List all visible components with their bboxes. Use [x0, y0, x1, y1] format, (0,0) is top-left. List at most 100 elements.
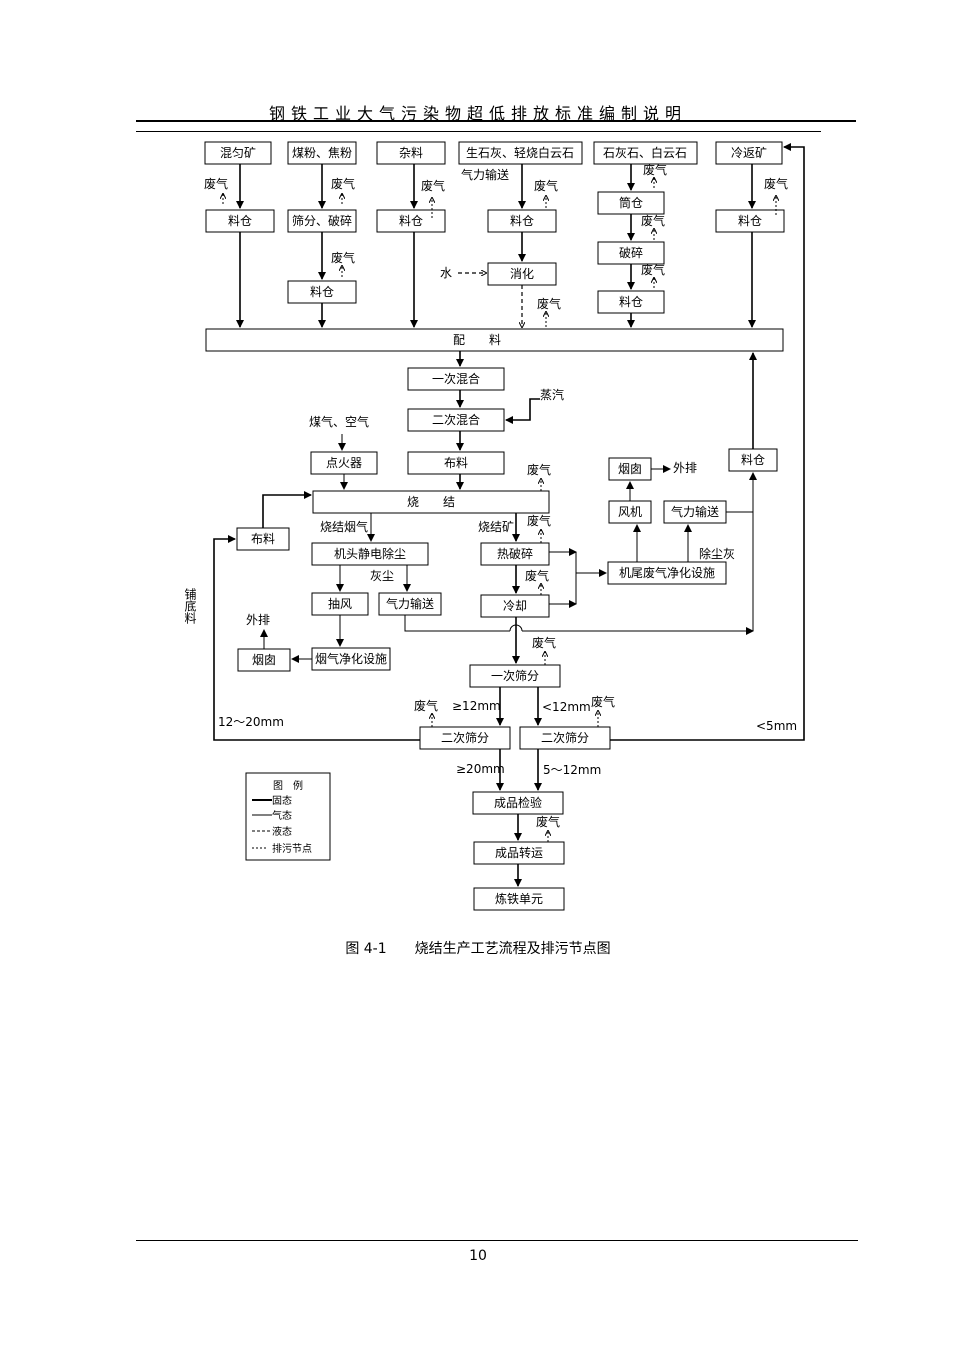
waste-gas-s2r: 废气: [591, 694, 615, 709]
waste-gas-3: 废气: [421, 178, 445, 193]
sintering-box: [312, 490, 550, 514]
bin-1-label: 料仓: [228, 214, 252, 228]
waste-gas-8: 废气: [641, 213, 665, 228]
legend-discharge: 排污节点: [272, 842, 312, 855]
bin-6: [715, 209, 785, 233]
screen2-left-box: [419, 726, 511, 750]
waste-gas-hot: 废气: [527, 513, 551, 528]
dust-ash-label: 灰尘: [370, 569, 394, 583]
figure-caption: 图 4-1 烧结生产工艺流程及排污节点图: [345, 941, 611, 957]
coal-coke-label: 煤粉、焦粉: [292, 146, 352, 160]
hot-crush-label: 热破碎: [497, 546, 533, 561]
waste-gas-5: 废气: [643, 162, 667, 177]
gas-air-label: 煤气、空气: [309, 414, 369, 429]
fan-label: 风机: [618, 505, 642, 519]
bin-4-label: 料仓: [510, 214, 534, 228]
page-number: 10: [469, 1248, 487, 1264]
distribution-label: 布料: [444, 456, 468, 470]
mix2-box: [407, 408, 505, 432]
lime-box: [458, 141, 583, 165]
waste-gas-cool: 废气: [525, 568, 549, 583]
cooling-label: 冷却: [503, 599, 527, 613]
waste-gas-7: 废气: [331, 250, 355, 265]
lt12-label: <12mm: [542, 700, 591, 714]
legend-solid: 固态: [272, 794, 292, 807]
flow-diagram: 混匀矿 煤粉、焦粉 杂料 生石灰、轻烧白云石 石灰石、白云石 冷返矿 料仓 筛分…: [183, 141, 805, 911]
screen2-right-label: 二次筛分: [541, 730, 589, 745]
waste-gas-sinter: 废气: [527, 462, 551, 477]
tail-treatment-box: [607, 561, 727, 585]
mixed-ore-label: 混匀矿: [220, 146, 256, 160]
waste-gas-6: 废气: [764, 176, 788, 191]
cooling-box: [480, 594, 550, 618]
screen1-label: 一次筛分: [491, 668, 539, 683]
header-title: 钢铁工业大气污染物超低排放标准编制说明: [268, 104, 687, 123]
igniter-label: 点火器: [326, 456, 362, 470]
pneumatic-label-1: 气力输送: [461, 167, 509, 182]
product-transfer-box: [473, 841, 565, 865]
return-ore-label: 冷返矿: [731, 146, 767, 160]
pneumatic2-label: 气力输送: [386, 596, 434, 611]
waste-gas-4: 废气: [534, 178, 558, 193]
bin-5-label: 料仓: [619, 295, 643, 309]
dust-removal-ash-label: 除尘灰: [699, 546, 735, 561]
size-5-12-label: 5～12mm: [543, 763, 601, 777]
ironmaking-box: [473, 887, 565, 911]
head-esp-box: [311, 542, 429, 566]
chimney-label: 烟囱: [618, 462, 642, 476]
flue-gas-treatment-label: 烟气净化设施: [315, 651, 387, 666]
waste-gas-1: 废气: [204, 176, 228, 191]
hot-crush-box: [480, 542, 550, 566]
sintering-label: 烧 结: [407, 495, 455, 509]
lime-label: 生石灰、轻烧白云石: [466, 145, 574, 160]
steam-label: 蒸汽: [540, 387, 564, 402]
pneumatic2-box: [378, 592, 442, 616]
bin-6-label: 料仓: [738, 214, 762, 228]
mix1-label: 一次混合: [432, 371, 480, 386]
water-label: 水: [440, 266, 452, 280]
screen-crush-label: 筛分、破碎: [292, 213, 352, 228]
legend-title: 图 例: [273, 779, 303, 792]
legend-gas: 气态: [272, 809, 292, 822]
pneumatic3-label: 气力输送: [671, 504, 719, 519]
waste-gas-s2l: 废气: [414, 698, 438, 713]
waste-gas-screen1: 废气: [532, 635, 556, 650]
misc-label: 杂料: [399, 146, 423, 160]
size-12-20-label: 12～20mm: [218, 715, 284, 729]
screen1-box: [469, 664, 561, 688]
head-esp-label: 机头静电除尘: [334, 546, 406, 561]
discharge2-label: 外排: [246, 613, 270, 627]
limestone-label: 石灰石、白云石: [603, 145, 687, 160]
header-rule: [136, 120, 856, 122]
ironmaking-label: 炼铁单元: [495, 891, 543, 906]
footer-rule: [136, 1240, 858, 1241]
sinter-ore-label: 烧结矿: [478, 520, 514, 534]
crushing-label: 破碎: [619, 245, 643, 260]
discharge-label: 外排: [673, 461, 697, 475]
chimney2-label: 烟囱: [252, 653, 276, 667]
ge12-label: ≥12mm: [452, 699, 501, 713]
batching-label: 配 料: [453, 333, 501, 347]
bin-right-label: 料仓: [741, 453, 765, 467]
slaking-label: 消化: [510, 267, 534, 281]
mix1-box: [407, 367, 505, 391]
misc-box: [376, 141, 446, 165]
ge20-label: ≥20mm: [456, 762, 505, 776]
tail-treatment-label: 机尾废气净化设施: [619, 565, 715, 580]
screen2-left-label: 二次筛分: [441, 730, 489, 745]
bin-3: [376, 209, 446, 233]
legend-liquid: 液态: [272, 825, 292, 838]
waste-gas-9: 废气: [641, 262, 665, 277]
bedding-vertical-label: 铺底料: [183, 588, 197, 624]
bedding-label: 布料: [251, 532, 275, 546]
batching-box: [205, 328, 784, 352]
silo-label: 筒仓: [619, 195, 643, 210]
return-ore-box: [715, 141, 783, 165]
screen2-right-box: [519, 726, 611, 750]
mix2-label: 二次混合: [432, 412, 480, 427]
product-transfer-label: 成品转运: [495, 845, 543, 860]
waste-gas-product: 废气: [536, 814, 560, 829]
exhaust-fan-label: 抽风: [328, 597, 352, 611]
product-inspect-label: 成品检验: [494, 795, 542, 810]
header-rule-thin: [136, 131, 821, 132]
